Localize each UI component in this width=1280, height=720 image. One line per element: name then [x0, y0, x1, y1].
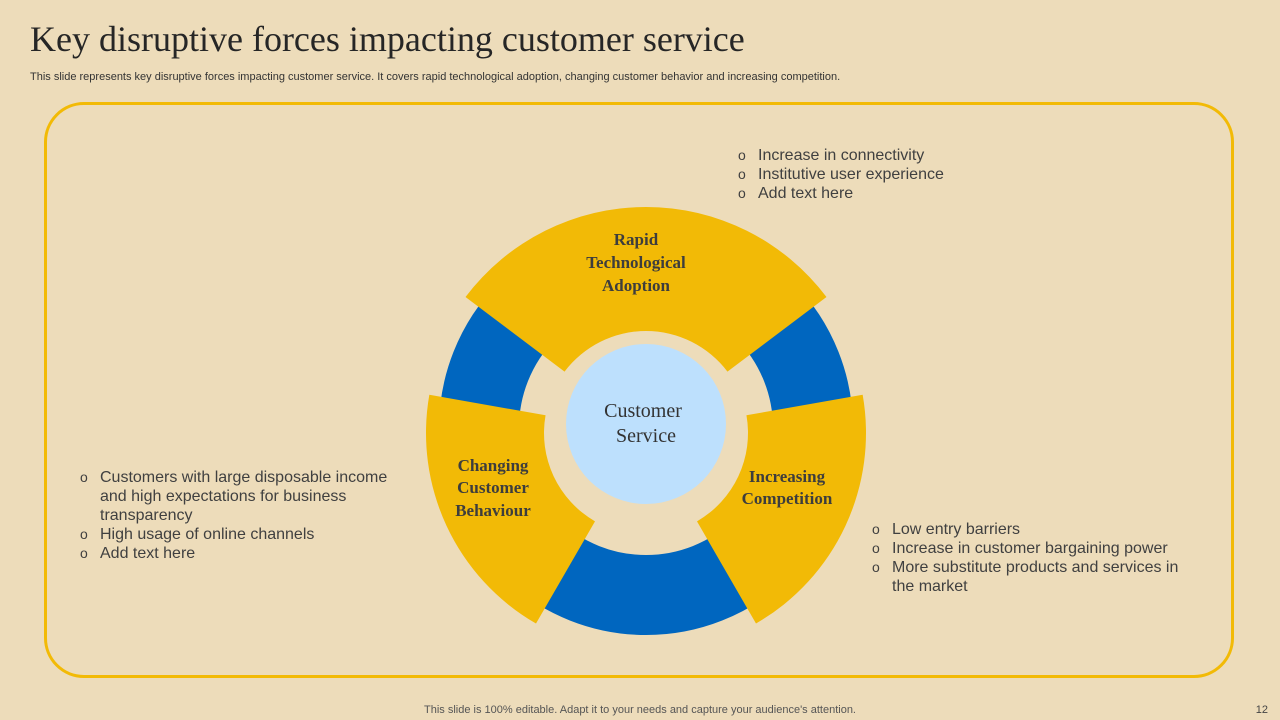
note-item: Add text here [738, 184, 1118, 203]
segment-label-changing: Changing [458, 456, 529, 475]
notes-top-right: Increase in connectivity Institutive use… [738, 146, 1118, 203]
center-label-line2: Service [616, 425, 676, 447]
segment-label-behaviour: Behaviour [455, 501, 531, 520]
note-item: Customers with large disposable income a… [80, 468, 400, 525]
segment-label-technological: Technological [586, 253, 686, 272]
page-number: 12 [1255, 704, 1268, 716]
segment-label-adoption: Adoption [602, 276, 671, 295]
segment-label-competition: Competition [742, 489, 833, 508]
segment-label-increasing: Increasing [749, 467, 826, 486]
notes-bottom-right: Low entry barriers Increase in customer … [872, 520, 1192, 596]
notes-left: Customers with large disposable income a… [80, 468, 400, 563]
segment-label-customer: Customer [457, 478, 529, 497]
note-item: Add text here [80, 544, 400, 563]
footer-note: This slide is 100% editable. Adapt it to… [424, 704, 856, 716]
note-item: Low entry barriers [872, 520, 1192, 539]
note-item: Institutive user experience [738, 165, 1118, 184]
content-frame [44, 102, 1234, 678]
page-subtitle: This slide represents key disruptive for… [30, 71, 841, 83]
center-label-line1: Customer [604, 400, 682, 422]
page-title: Key disruptive forces impacting customer… [30, 19, 745, 59]
center-circle [566, 344, 726, 504]
note-item: High usage of online channels [80, 525, 400, 544]
segment-label-rapid: Rapid [614, 230, 659, 249]
note-item: Increase in connectivity [738, 146, 1118, 165]
segment-changing-customer-behaviour [426, 394, 595, 624]
note-item: Increase in customer bargaining power [872, 539, 1192, 558]
note-item: More substitute products and services in… [872, 558, 1192, 596]
segment-rapid-technological-adoption [465, 206, 827, 372]
segment-increasing-competition [697, 394, 866, 624]
